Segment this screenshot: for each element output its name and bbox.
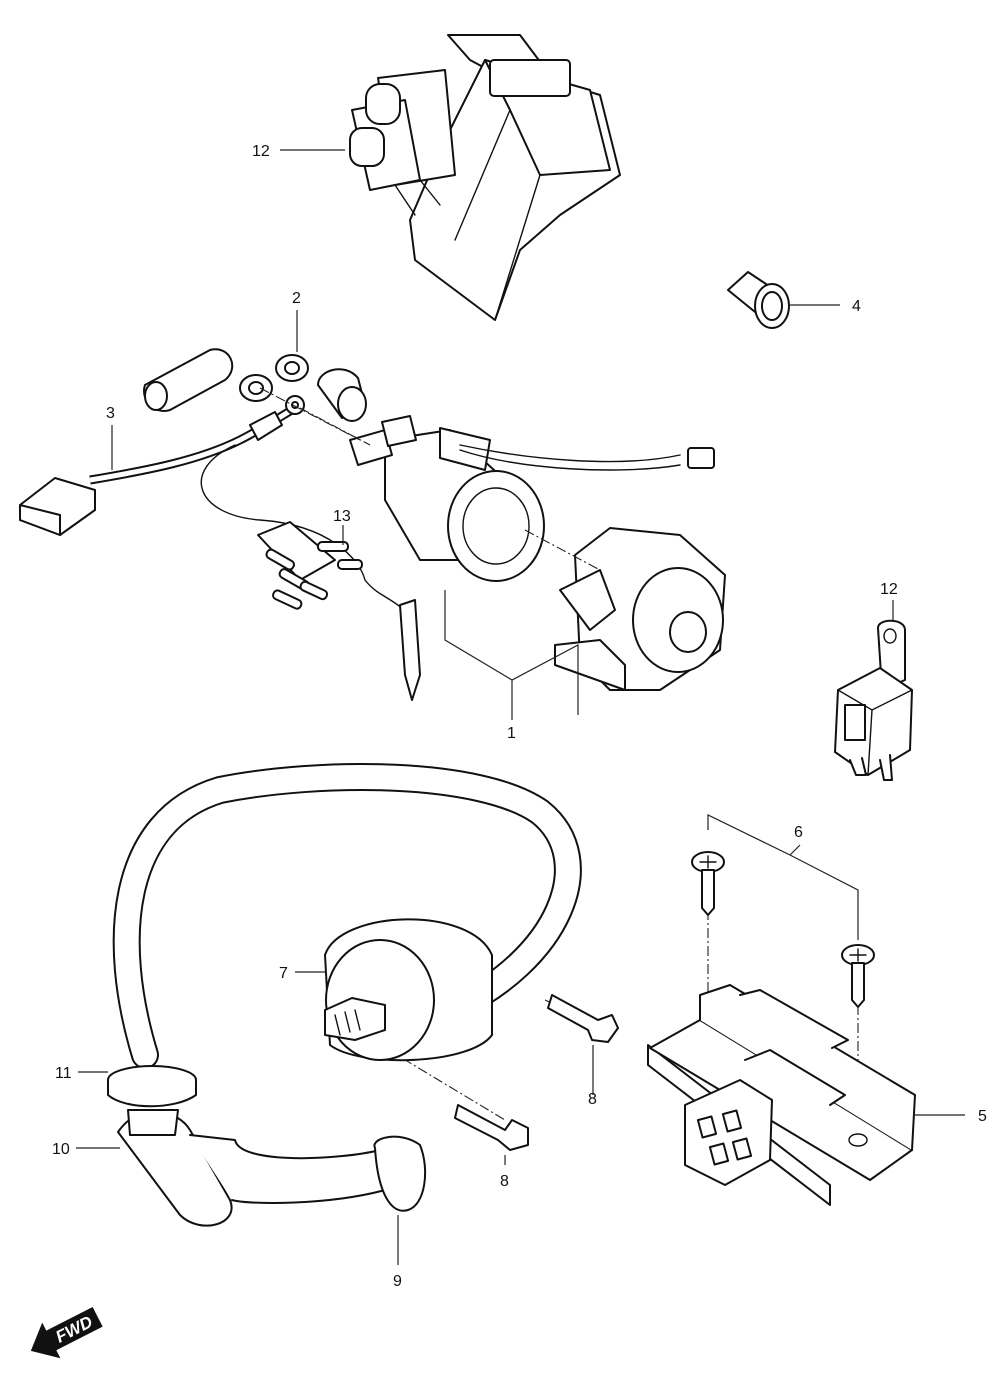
callout-5: 5 xyxy=(978,1108,987,1125)
ignition-coil-part-7 xyxy=(112,763,619,1151)
callout-7: 7 xyxy=(279,965,288,982)
callout-14: 13 xyxy=(333,508,351,525)
callout-12: 12 xyxy=(252,143,270,160)
screw-part-6 xyxy=(691,851,875,1008)
control-unit-part-12 xyxy=(349,34,621,321)
callout-6: 6 xyxy=(794,824,803,841)
plug-cap-part-10 xyxy=(107,1065,427,1227)
leader-lines xyxy=(76,149,965,1265)
forward-arrow-icon: FWD xyxy=(30,1307,103,1359)
wire-harness-part-3 xyxy=(19,395,413,626)
callout-2: 2 xyxy=(292,290,301,307)
callout-11: 11 xyxy=(55,1065,72,1082)
callout-4: 4 xyxy=(852,298,861,315)
starter-relay-part-1 xyxy=(349,415,726,691)
callout-labels: 12 2 3 4 13 1 12 6 5 7 8 8 9 11 10 xyxy=(52,143,987,1290)
relay-part-13 xyxy=(834,619,913,781)
regulator-rectifier-part-5 xyxy=(647,984,916,1206)
callout-13: 12 xyxy=(880,581,898,598)
terminal-boot xyxy=(143,348,234,412)
fuse-set-part-14 xyxy=(257,521,421,701)
battery-cable-part-4 xyxy=(317,271,790,422)
callout-10: 10 xyxy=(52,1141,70,1158)
callout-1: 1 xyxy=(507,725,516,742)
nut-part-2 xyxy=(239,354,309,402)
callout-9: 9 xyxy=(393,1273,402,1290)
callout-8-left: 8 xyxy=(500,1173,509,1190)
callout-8-right: 8 xyxy=(588,1091,597,1108)
callout-3: 3 xyxy=(106,405,115,422)
